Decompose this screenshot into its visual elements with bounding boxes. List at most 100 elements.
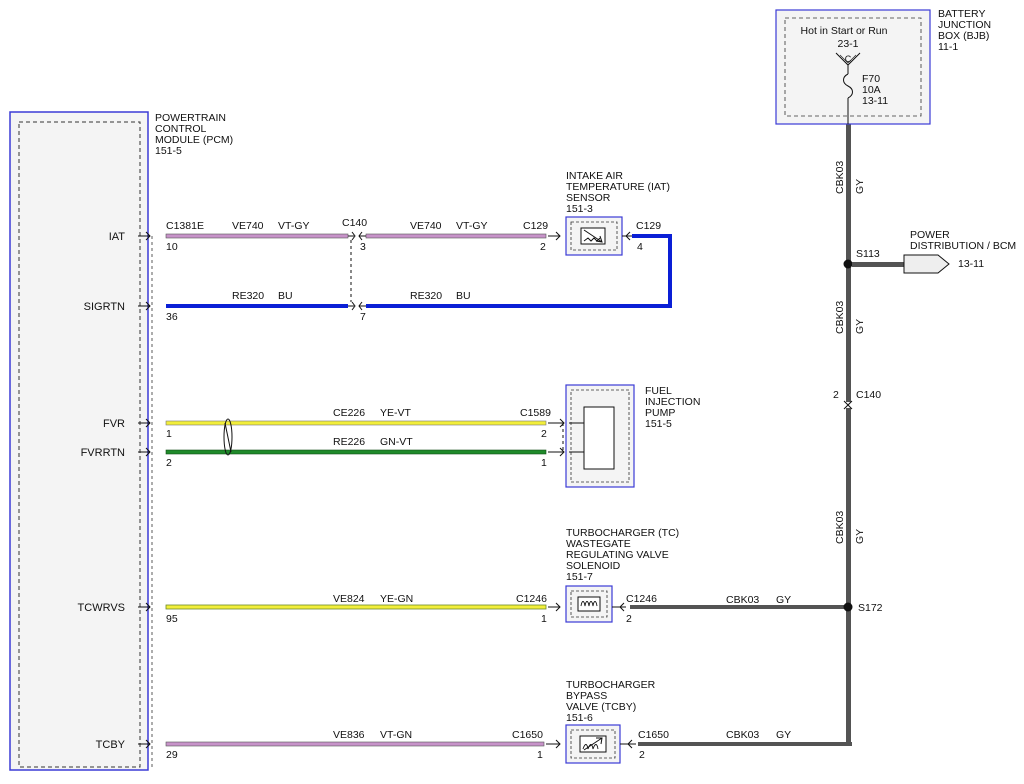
- bjb-title-line: 11-1: [938, 41, 958, 53]
- pcm-pin-labels: IAT SIGRTN FVR FVRRTN TCWRVS TCBY: [78, 231, 126, 751]
- pin-label-fvr: FVR: [103, 418, 125, 430]
- fuel-injection-pump: [548, 384, 635, 488]
- tcby-valve-title: TURBOCHARGER BYPASS VALVE (TCBY) 151-6: [566, 679, 656, 724]
- hot-in-start-text: Hot in Start or Run: [801, 25, 888, 37]
- tcby-title-line: TURBOCHARGER: [566, 679, 656, 691]
- battery-junction-box: [775, 9, 931, 125]
- wire-circuit: CBK03: [834, 511, 846, 544]
- power-dist-title-line: POWER: [910, 229, 950, 241]
- twisted-pair-mark: [223, 418, 233, 456]
- pin-number: 2: [833, 389, 839, 401]
- wire-fvr: [165, 420, 547, 426]
- wire-circuit: CBK03: [834, 301, 846, 334]
- pin-label-sigrtn: SIGRTN: [84, 301, 125, 313]
- wire-color: YE-VT: [380, 407, 412, 419]
- wire-iat: [165, 233, 547, 239]
- connector-label: C140: [342, 217, 367, 229]
- bjb-inner-text: Hot in Start or Run 23-1 C F70 10A 13-11: [801, 25, 889, 107]
- splice-s172: [843, 602, 853, 612]
- pin-number: 7: [360, 311, 366, 323]
- bjb-title-line: JUNCTION: [938, 19, 991, 31]
- tcby-valve: [546, 724, 636, 764]
- iat-title-line: SENSOR: [566, 192, 611, 204]
- bjb-ref: 23-1: [837, 38, 858, 50]
- fuse-label: F70: [862, 73, 880, 85]
- splice-label: S172: [858, 602, 883, 614]
- wire-color: GY: [854, 179, 866, 194]
- connector-label: C1246: [516, 593, 547, 605]
- pin-number: 2: [626, 613, 632, 625]
- tc-title-line: 151-7: [566, 571, 593, 583]
- tc-title-line: SOLENOID: [566, 560, 621, 572]
- iat-title-line: 151-3: [566, 203, 593, 215]
- bjb-title-line: BOX (BJB): [938, 30, 989, 42]
- pin-number: 36: [166, 311, 178, 323]
- fuel-pump-title-line: INJECTION: [645, 396, 700, 408]
- pin-label-tcby: TCBY: [96, 739, 126, 751]
- connector-label: C140: [856, 389, 881, 401]
- wire-color: VT-GY: [456, 220, 488, 232]
- iat-title-line: INTAKE AIR: [566, 170, 623, 182]
- wire-tcby-feed: [638, 742, 852, 746]
- iat-title-line: TEMPERATURE (IAT): [566, 181, 670, 193]
- splice-label: S113: [856, 248, 880, 260]
- wire-circuit: VE740: [232, 220, 264, 232]
- tc-title-line: WASTEGATE: [566, 538, 631, 550]
- wire-circuit: CE226: [333, 407, 365, 419]
- pcm-title-line: CONTROL: [155, 123, 206, 135]
- wire-color: GY: [854, 529, 866, 544]
- wire-tcby: [165, 741, 545, 747]
- splice-labels: S113 S172: [856, 248, 883, 614]
- pin-number: 4: [637, 241, 643, 253]
- tc-title-line: REGULATING VALVE: [566, 549, 669, 561]
- wire-sigrtn: [166, 234, 672, 308]
- wire-circuit: CBK03: [726, 594, 759, 606]
- wire-circuit: CBK03: [726, 729, 759, 741]
- pin-number: 95: [166, 613, 178, 625]
- pin-number: 2: [639, 749, 645, 761]
- tc-solenoid: [548, 585, 626, 623]
- wire-color: VT-GN: [380, 729, 412, 741]
- fuse-ref: 13-11: [862, 95, 888, 107]
- wire-circuit: CBK03: [834, 161, 846, 194]
- iat-sensor-title: INTAKE AIR TEMPERATURE (IAT) SENSOR 151-…: [566, 170, 670, 215]
- splice-s113: [843, 254, 950, 274]
- wire-color: GN-VT: [380, 436, 413, 448]
- wire-color: GY: [854, 319, 866, 334]
- wire-circuit: RE320: [410, 290, 442, 302]
- tc-title-line: TURBOCHARGER (TC): [566, 527, 679, 539]
- fuel-pump-title-line: PUMP: [645, 407, 675, 419]
- pin-number: 2: [540, 241, 546, 253]
- pin-label-iat: IAT: [109, 231, 126, 243]
- pin-label-tcwrvs: TCWRVS: [78, 602, 125, 614]
- wire-circuit: VE836: [333, 729, 365, 741]
- pin-number: 2: [541, 428, 547, 440]
- fuel-pump-title-line: 151-5: [645, 418, 672, 430]
- tcby-title-line: BYPASS: [566, 690, 607, 702]
- wire-color: GY: [776, 729, 791, 741]
- wire-cbk03-trunk: [846, 124, 851, 746]
- pin-label-fvrrtn: FVRRTN: [81, 447, 125, 459]
- wire-tc-feed: [630, 605, 848, 609]
- connector-labels: C1381E C140 C129 C129 C1589 C1246 C1246 …: [166, 217, 881, 741]
- tcby-title-line: 151-6: [566, 712, 593, 724]
- pin-number: 1: [541, 613, 547, 625]
- power-distribution-title: POWER DISTRIBUTION / BCM 13-11: [910, 229, 1016, 270]
- wire-color: BU: [456, 290, 471, 302]
- wire-color: YE-GN: [380, 593, 413, 605]
- connector-label: C1246: [626, 593, 657, 605]
- connector-label: C1589: [520, 407, 551, 419]
- connector-label: C129: [523, 220, 548, 232]
- connector-label: C1381E: [166, 220, 204, 232]
- wire-circuit: VE740: [410, 220, 442, 232]
- tc-solenoid-title: TURBOCHARGER (TC) WASTEGATE REGULATING V…: [566, 527, 679, 583]
- wire-circuit: RE320: [232, 290, 264, 302]
- c140-inline-connector: [348, 231, 366, 311]
- wire-color: GY: [776, 594, 791, 606]
- pin-number: 10: [166, 241, 178, 253]
- pin-number: 1: [541, 457, 547, 469]
- iat-sensor: [548, 216, 632, 256]
- pcm-title: POWERTRAIN CONTROL MODULE (PCM) 151-5: [155, 112, 233, 157]
- wire-tcwrvs: [165, 604, 547, 610]
